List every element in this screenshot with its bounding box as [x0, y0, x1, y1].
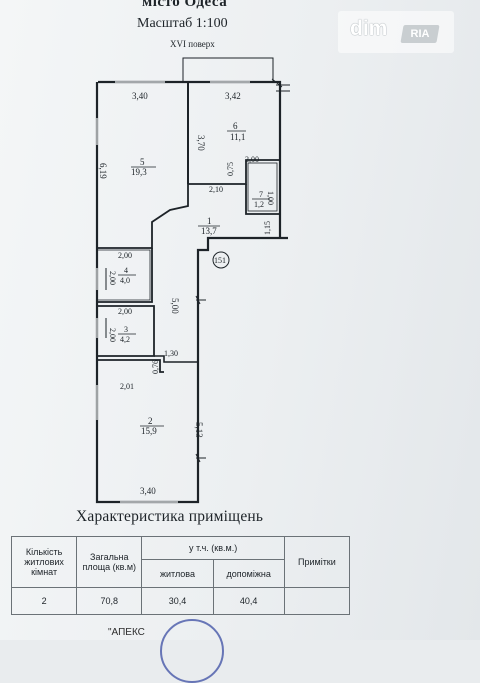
wall-4 [98, 248, 153, 303]
header-living: житлова [141, 559, 214, 588]
table-row: 2 70,8 30,4 40,4 [10, 587, 351, 615]
cell-notes [283, 587, 351, 615]
room-2-number: 2 [148, 416, 153, 426]
window-marks [96, 81, 250, 503]
dim-hall-width: 1,30 [164, 349, 178, 358]
room-7-area: 1,2 [254, 200, 264, 209]
cell-living: 30,4 [141, 587, 214, 615]
header-aux: допоміжна [212, 559, 285, 588]
cell-total: 70,8 [76, 587, 143, 615]
city-heading: місто Одеса [142, 0, 228, 10]
watermark-brand: dim [350, 17, 388, 40]
characteristics-title: Характеристика приміщень [76, 508, 264, 525]
dim-r7-bottom: 2,10 [209, 185, 223, 194]
wall-7 [245, 184, 280, 215]
room-6-number: 6 [233, 121, 238, 131]
header-rooms: Кількість житлових кімнат [10, 536, 78, 588]
room-2-area: 15,9 [141, 426, 157, 436]
seal-ring-icon [160, 619, 224, 683]
dim-r6-side: 3,70 [196, 135, 206, 151]
wall-6-bottom [188, 159, 280, 185]
room-3-area: 4,2 [120, 335, 130, 344]
room-7-number: 7 [259, 190, 263, 199]
stamp: "АПЕКС [108, 615, 258, 683]
cell-aux: 40,4 [212, 587, 285, 615]
wall-hall [154, 355, 198, 363]
room-4-inner [98, 249, 151, 301]
room-labels: 5 19,3 6 11,1 7 1,2 1 13,7 4 4,0 3 4,2 2… [118, 121, 270, 436]
dim-r6-top: 3,42 [225, 91, 241, 101]
room-5-area: 19,3 [131, 167, 147, 177]
dim-r7-left: 0,75 [226, 162, 235, 176]
room-1-number: 1 [207, 216, 212, 226]
outer-wall [95, 80, 288, 504]
dim-r2-side: 5,13 [194, 422, 204, 438]
document-sheet [0, 0, 480, 640]
dim-r2-bottom: 3,40 [140, 486, 156, 496]
door-marks [105, 78, 283, 463]
header-incl: у т.ч. (кв.м.) [141, 536, 285, 560]
window-mark-right [276, 84, 290, 92]
table-subheader-row: житлова допоміжна [12, 559, 350, 588]
room-7-inner [247, 162, 278, 212]
room-4-area: 4,0 [120, 276, 130, 285]
characteristics-table: Кількість житлових кімнат Загальна площа… [10, 536, 351, 615]
room-3-number: 3 [124, 325, 128, 334]
floor-plan: 3,40 3,42 3,70 6,19 2,00 2,10 0,75 1,00 … [95, 57, 290, 504]
plan-walls [95, 57, 290, 504]
room-4-number: 4 [124, 266, 128, 275]
balcony-outline [182, 57, 274, 82]
room-5-number: 5 [140, 157, 145, 167]
dim-r3-side: 2,00 [108, 328, 117, 342]
dim-r4-side: 2,00 [108, 271, 117, 285]
dim-r7-top: 2,00 [245, 155, 259, 164]
dim-r2-step: 0,76 [151, 360, 160, 374]
dim-r5-top: 3,40 [132, 91, 148, 101]
room-6-area: 11,1 [230, 132, 245, 142]
apartment-circle [212, 251, 230, 269]
dimension-labels: 3,40 3,42 3,70 6,19 2,00 2,10 0,75 1,00 … [98, 91, 275, 496]
dim-r7-right: 1,00 [266, 191, 275, 205]
wall-5-bottom [98, 184, 189, 249]
stamp-text: "АПЕКС [108, 627, 145, 638]
wall-3 [98, 305, 155, 357]
header-total: Загальна площа (кв.м) [76, 536, 143, 588]
dim-corridor-right: 1,15 [263, 221, 272, 235]
cell-rooms: 2 [10, 587, 78, 615]
dim-r4-top: 2,00 [118, 251, 132, 260]
room-1-area: 13,7 [201, 226, 217, 236]
dim-r5-side: 6,19 [98, 163, 108, 179]
header-notes: Примітки [283, 536, 351, 588]
floor-label: XVI поверх [170, 39, 215, 49]
apartment-number: 151 [214, 256, 226, 265]
scale-label: Масштаб 1:100 [137, 16, 228, 31]
wall-2-top [98, 359, 164, 373]
table-header-row: Кількість житлових кімнат Загальна площа… [10, 536, 351, 588]
dim-r3-top: 2,00 [118, 307, 132, 316]
dim-corridor-length: 5,00 [170, 298, 180, 314]
dim-ria-watermark: dim RIA [338, 11, 454, 53]
dim-r2-top: 2,01 [120, 382, 134, 391]
